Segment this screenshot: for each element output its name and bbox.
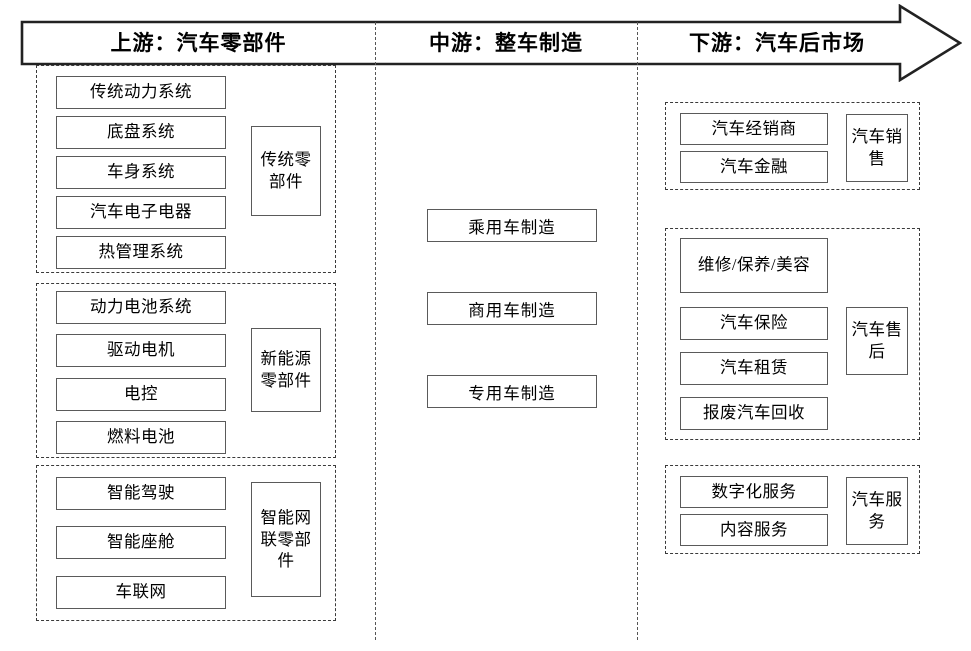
item-box[interactable]: 传统动力系统	[56, 76, 226, 109]
category-label: 智能网联零部件	[260, 507, 312, 571]
group-auto-aftersales	[665, 228, 920, 440]
category-box-intelligent-connected-parts[interactable]: 智能网联零部件	[251, 482, 321, 597]
item-box[interactable]: 专用车制造	[427, 375, 597, 408]
item-box[interactable]: 维修/保养/美容	[680, 238, 828, 293]
group-traditional-parts	[36, 65, 336, 273]
banner-arrow-shape	[20, 4, 962, 82]
item-box[interactable]: 燃料电池	[56, 421, 226, 454]
banner-label-downstream: 下游：汽车后市场	[689, 31, 865, 55]
banner-label-upstream: 上游：汽车零部件	[110, 31, 287, 55]
divider-upstream-midstream	[375, 22, 376, 640]
item-box[interactable]: 动力电池系统	[56, 291, 226, 324]
category-label: 新能源零部件	[260, 349, 312, 390]
item-box[interactable]: 报废汽车回收	[680, 397, 828, 430]
category-box-auto-sales[interactable]: 汽车销售	[846, 114, 908, 182]
category-box-auto-services[interactable]: 汽车服务	[846, 477, 908, 545]
item-box[interactable]: 驱动电机	[56, 334, 226, 367]
item-box[interactable]: 商用车制造	[427, 292, 597, 325]
item-box[interactable]: 底盘系统	[56, 116, 226, 149]
category-label: 汽车售后	[851, 320, 903, 361]
item-box[interactable]: 数字化服务	[680, 476, 828, 508]
category-box-new-energy-parts[interactable]: 新能源零部件	[251, 328, 321, 412]
item-box[interactable]: 汽车金融	[680, 151, 828, 183]
item-box[interactable]: 乘用车制造	[427, 209, 597, 242]
item-box[interactable]: 内容服务	[680, 514, 828, 546]
category-box-auto-aftersales[interactable]: 汽车售后	[846, 307, 908, 375]
item-box[interactable]: 车联网	[56, 576, 226, 609]
category-label: 传统零部件	[260, 150, 312, 191]
item-box[interactable]: 热管理系统	[56, 236, 226, 269]
group-new-energy-parts	[36, 283, 336, 458]
category-box-traditional-parts[interactable]: 传统零部件	[251, 126, 321, 216]
category-label: 汽车服务	[851, 490, 903, 531]
item-box[interactable]: 汽车电子电器	[56, 196, 226, 229]
group-intelligent-connected-parts	[36, 465, 336, 621]
group-auto-sales	[665, 102, 920, 190]
item-box[interactable]: 汽车保险	[680, 307, 828, 340]
banner-label-midstream: 中游：整车制造	[429, 31, 583, 55]
item-box[interactable]: 汽车经销商	[680, 113, 828, 145]
divider-midstream-downstream	[637, 22, 638, 640]
item-box[interactable]: 智能座舱	[56, 526, 226, 559]
category-label: 汽车销售	[851, 127, 903, 168]
group-auto-services	[665, 465, 920, 554]
item-box[interactable]: 车身系统	[56, 156, 226, 189]
item-box[interactable]: 电控	[56, 378, 226, 411]
item-box[interactable]: 智能驾驶	[56, 477, 226, 510]
item-box[interactable]: 汽车租赁	[680, 352, 828, 385]
